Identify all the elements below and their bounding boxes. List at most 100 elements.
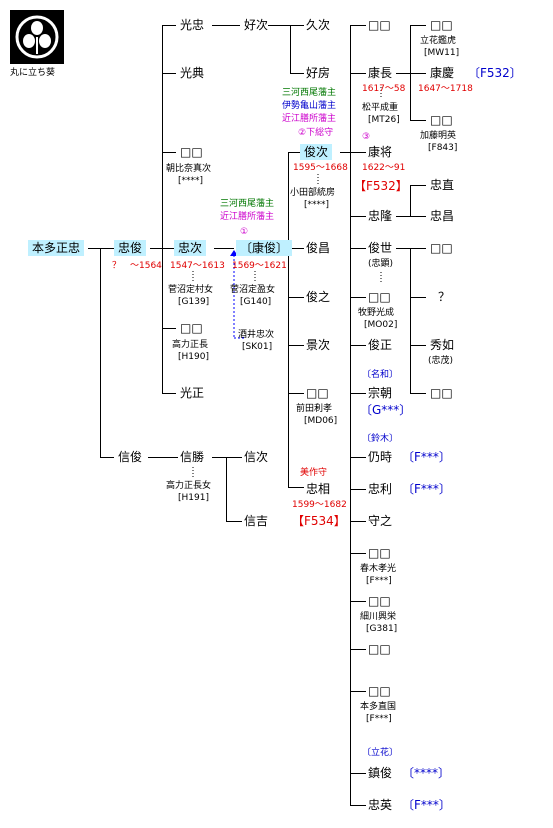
- spouse-otabe-id: [****]: [304, 200, 330, 210]
- yasunaga-years: 1617〜58: [362, 84, 406, 94]
- person-unknown-d3: □□: [430, 241, 453, 255]
- person-mitsutada: 光忠: [180, 18, 205, 32]
- spouse-tachibana: 立花鑑虎: [420, 36, 457, 46]
- person-mitsunori: 光典: [180, 66, 205, 80]
- person-hidenao: 秀如: [430, 338, 455, 352]
- person-nobuyoshi: 信吉: [244, 514, 269, 528]
- hollyhock-crest-icon: [10, 10, 64, 64]
- person-unknown-c2: □□: [368, 290, 391, 304]
- tadasuke-years: 1599〜1682: [292, 500, 347, 510]
- spouse-matsudaira-id: [MT26]: [368, 115, 400, 125]
- spouse-hosokawa-id: [G381]: [366, 624, 398, 634]
- tadatsugu-years: 1547〜1613: [170, 261, 225, 271]
- person-toshiyo: 俊世: [368, 241, 393, 255]
- person-yasumasa: 康将: [368, 145, 393, 159]
- person-nobukatsu: 信勝: [180, 450, 205, 464]
- person-unknown-c4: □□: [368, 594, 391, 608]
- title-shimousa: ②下総守: [298, 128, 334, 138]
- spouse-sugenuma-sadamitsu: 菅沼定盈女: [230, 285, 276, 295]
- title-mimasaka: 美作守: [300, 468, 328, 478]
- spouse-kohriki: 高力正長: [172, 340, 209, 350]
- spouse-maeda-id: [MD06]: [304, 416, 338, 426]
- title-nishio-1: 三河西尾藩主: [220, 199, 275, 209]
- person-toshitsugu: 俊次: [300, 144, 333, 160]
- tadatoshi2-ref: 〔F***〕: [402, 482, 451, 496]
- spouse-honda-naokuni-id: [F***]: [366, 714, 392, 724]
- person-unknown-d2: □□: [430, 113, 453, 127]
- person-toshimasa: 俊昌: [306, 241, 331, 255]
- person-yasutoshi: 〔康俊〕: [236, 240, 293, 256]
- spouse-otabe: 小田部統房: [290, 188, 336, 198]
- spouse-hosokawa: 細川興栄: [360, 612, 397, 622]
- naritoki-ref: 〔F***〕: [402, 450, 451, 464]
- spouse-makino: 牧野光成: [358, 308, 395, 318]
- person-hisatsugu: 久次: [306, 18, 331, 32]
- spouse-asahina-id: [****]: [178, 176, 204, 186]
- spouse-honda-naokuni: 本多直国: [360, 702, 397, 712]
- person-tadataka: 忠隆: [368, 209, 393, 223]
- person-unknown-c6: □□: [368, 684, 391, 698]
- person-unknown-1: □□: [180, 145, 203, 159]
- person-yasuyoshi: 康慶: [430, 66, 455, 80]
- spouse-sugenuma-sadamitsu-id: [G140]: [240, 297, 272, 307]
- spouse-tachibana-id: [MW11]: [424, 48, 460, 58]
- person-tadasuke: 忠相: [306, 482, 331, 496]
- spouse-makino-id: [MO02]: [364, 320, 398, 330]
- title-nishio-2: 三河西尾藩主: [282, 88, 337, 98]
- crest-label: 丸に立ち葵: [10, 68, 56, 78]
- person-unknown-3: □□: [306, 386, 329, 400]
- spouse-haruki: 春木孝光: [360, 564, 397, 574]
- person-tadanao: 忠直: [430, 178, 455, 192]
- spouse-kato-id: [F843]: [428, 143, 458, 153]
- person-unknown-c1: □□: [368, 18, 391, 32]
- lord-order-3: ③: [362, 132, 371, 142]
- person-tadatsugu: 忠次: [174, 240, 207, 256]
- munetomo-ref: 〔G***〕: [360, 403, 412, 417]
- yasuyoshi-years: 1647〜1718: [418, 84, 473, 94]
- person-mitsumasa: 光正: [180, 386, 205, 400]
- yasumasa-years: 1622〜91: [362, 163, 406, 173]
- title-kameyama: 伊勢亀山藩主: [282, 101, 337, 111]
- person-munetomo: 宗朝: [368, 386, 393, 400]
- yasuyoshi-ref: 〔F532〕: [468, 66, 522, 80]
- yasumasa-ref: 【F532】: [354, 179, 408, 193]
- hidenao-alias: (忠茂): [428, 356, 454, 366]
- tadatoshi-years: ？ 〜1564: [112, 261, 162, 271]
- person-unknown-d4: □□: [430, 386, 453, 400]
- spouse-kato: 加藤明英: [420, 131, 457, 141]
- title-zeze-2: 近江膳所藩主: [282, 114, 337, 124]
- toshitsugu-years: 1595〜1668: [293, 163, 348, 173]
- person-toshimasa2: 俊正: [368, 338, 393, 352]
- person-yoshitsugu: 好次: [244, 18, 269, 32]
- toshiyo-alias: (忠顕): [368, 259, 394, 269]
- lord-order-1: ①: [240, 227, 249, 237]
- spouse-kohriki-daughter-id: [H191]: [178, 493, 209, 503]
- spouse-maeda: 前田利孝: [296, 404, 333, 414]
- spouse-kohriki-daughter: 高力正長女: [166, 481, 212, 491]
- person-kagetsugu: 景次: [306, 338, 331, 352]
- spouse-matsudaira: 松平成重: [362, 103, 399, 113]
- person-unknown-2: □□: [180, 321, 203, 335]
- adopted-nawa: 〔名和〕: [362, 370, 399, 380]
- spouse-haruki-id: [F***]: [366, 576, 392, 586]
- adopted-tachibana: 〔立花〕: [362, 748, 399, 758]
- person-tadatoshi: 忠俊: [114, 240, 147, 256]
- person-tadamasa: 忠昌: [430, 209, 455, 223]
- title-zeze-1: 近江膳所藩主: [220, 212, 275, 222]
- person-nobutsugu: 信次: [244, 450, 269, 464]
- spouse-sugenuma-sadamura: 菅沼定村女: [168, 285, 214, 295]
- spouse-sakai-id: [SK01]: [242, 342, 273, 352]
- tadahide-ref: 〔F***〕: [402, 798, 451, 812]
- person-nobutoshi: 信俊: [118, 450, 143, 464]
- person-tadatoshi2: 忠利: [368, 482, 393, 496]
- spouse-asahina: 朝比奈真次: [166, 164, 212, 174]
- adopted-suzuki: 〔鈴木〕: [362, 434, 399, 444]
- shizutoshi-ref: 〔****〕: [402, 766, 451, 780]
- person-yasunaga: 康長: [368, 66, 393, 80]
- person-honda-masatada: 本多正忠: [28, 240, 85, 256]
- person-yoshifusa: 好房: [306, 66, 331, 80]
- spouse-sakai: 酒井忠次: [238, 330, 275, 340]
- person-tadahide: 忠英: [368, 798, 393, 812]
- person-shizutoshi: 鎮俊: [368, 766, 393, 780]
